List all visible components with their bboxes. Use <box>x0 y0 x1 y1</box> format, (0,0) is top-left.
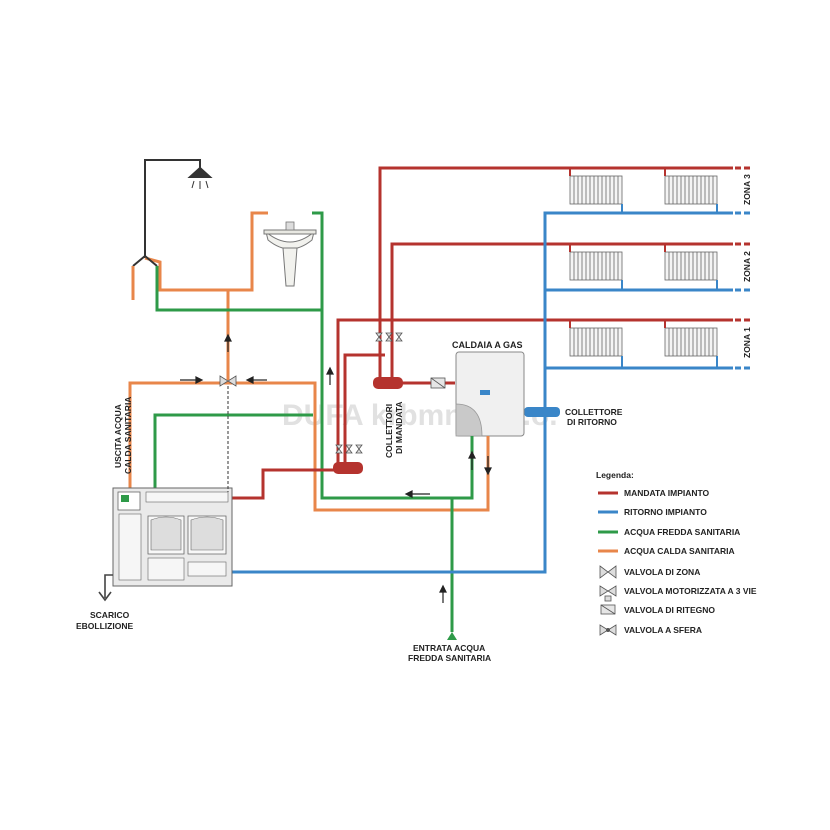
shower-mixer <box>131 255 158 300</box>
pipe-supply <box>232 166 733 500</box>
legend-valve-zone-icon <box>599 565 617 579</box>
radiator-connections <box>569 168 718 368</box>
legend-item-ritegno: VALVOLA DI RITEGNO <box>624 605 715 615</box>
three-way-valve-icon <box>219 375 237 492</box>
legend-check-valve-icon <box>600 604 616 615</box>
legend-ball-valve-icon <box>599 624 617 636</box>
label-zona-3: ZONA 3 <box>742 174 752 205</box>
label-collettore-ritorno-2: DI RITORNO <box>567 417 617 427</box>
drain-pipe <box>98 574 113 602</box>
legend-title: Legenda: <box>596 470 634 480</box>
check-valve-icon <box>430 377 446 389</box>
radiator-icons <box>569 175 718 357</box>
legend-item-fredda: ACQUA FREDDA SANITARIA <box>624 527 740 537</box>
shower <box>144 159 213 258</box>
label-uscita-2: CALDA SANITARIA <box>123 397 133 474</box>
sink-icon <box>263 221 317 287</box>
label-entrata-2: FREDDA SANITARIA <box>408 653 491 663</box>
zone-valve-icons <box>335 332 403 454</box>
label-scarico-2: EBOLLIZIONE <box>76 621 133 631</box>
legend-item-sfera: VALVOLA A SFERA <box>624 625 702 635</box>
flow-arrows <box>180 333 492 603</box>
gas-boiler <box>455 351 525 442</box>
legend-item-mandata: MANDATA IMPIANTO <box>624 488 710 498</box>
pipe-continuation-dashes <box>735 166 750 370</box>
label-collettori-2: DI MANDATA <box>394 401 404 454</box>
label-zona-2: ZONA 2 <box>742 251 752 282</box>
label-entrata-1: ENTRATA ACQUA <box>413 643 485 653</box>
wood-stove <box>112 487 233 587</box>
label-collettore-ritorno-1: COLLETTORE <box>565 407 623 417</box>
supply-collector-lower <box>333 462 363 474</box>
label-uscita-1: USCITA ACQUA <box>113 404 123 468</box>
legend: Legenda: MANDATA IMPIANTO RITORNO IMPIAN… <box>596 470 757 636</box>
label-collettori-1: COLLETTORI <box>384 404 394 458</box>
legend-item-calda: ACQUA CALDA SANITARIA <box>624 546 735 556</box>
label-zona-1: ZONA 1 <box>742 327 752 358</box>
pipe-hot-sanitary <box>128 211 490 512</box>
inlet-arrowhead-icon <box>447 632 457 640</box>
legend-item-ritorno: RITORNO IMPIANTO <box>624 507 707 517</box>
supply-collector-upper <box>373 377 403 389</box>
label-caldaia: CALDAIA A GAS <box>452 340 523 350</box>
label-scarico-1: SCARICO <box>90 610 130 620</box>
return-collector <box>524 407 560 417</box>
legend-item-valvola-zona: VALVOLA DI ZONA <box>624 567 700 577</box>
legend-valve-3way-icon <box>599 585 617 602</box>
legend-item-valvola-3vie: VALVOLA MOTORIZZATA A 3 VIE <box>624 586 757 596</box>
